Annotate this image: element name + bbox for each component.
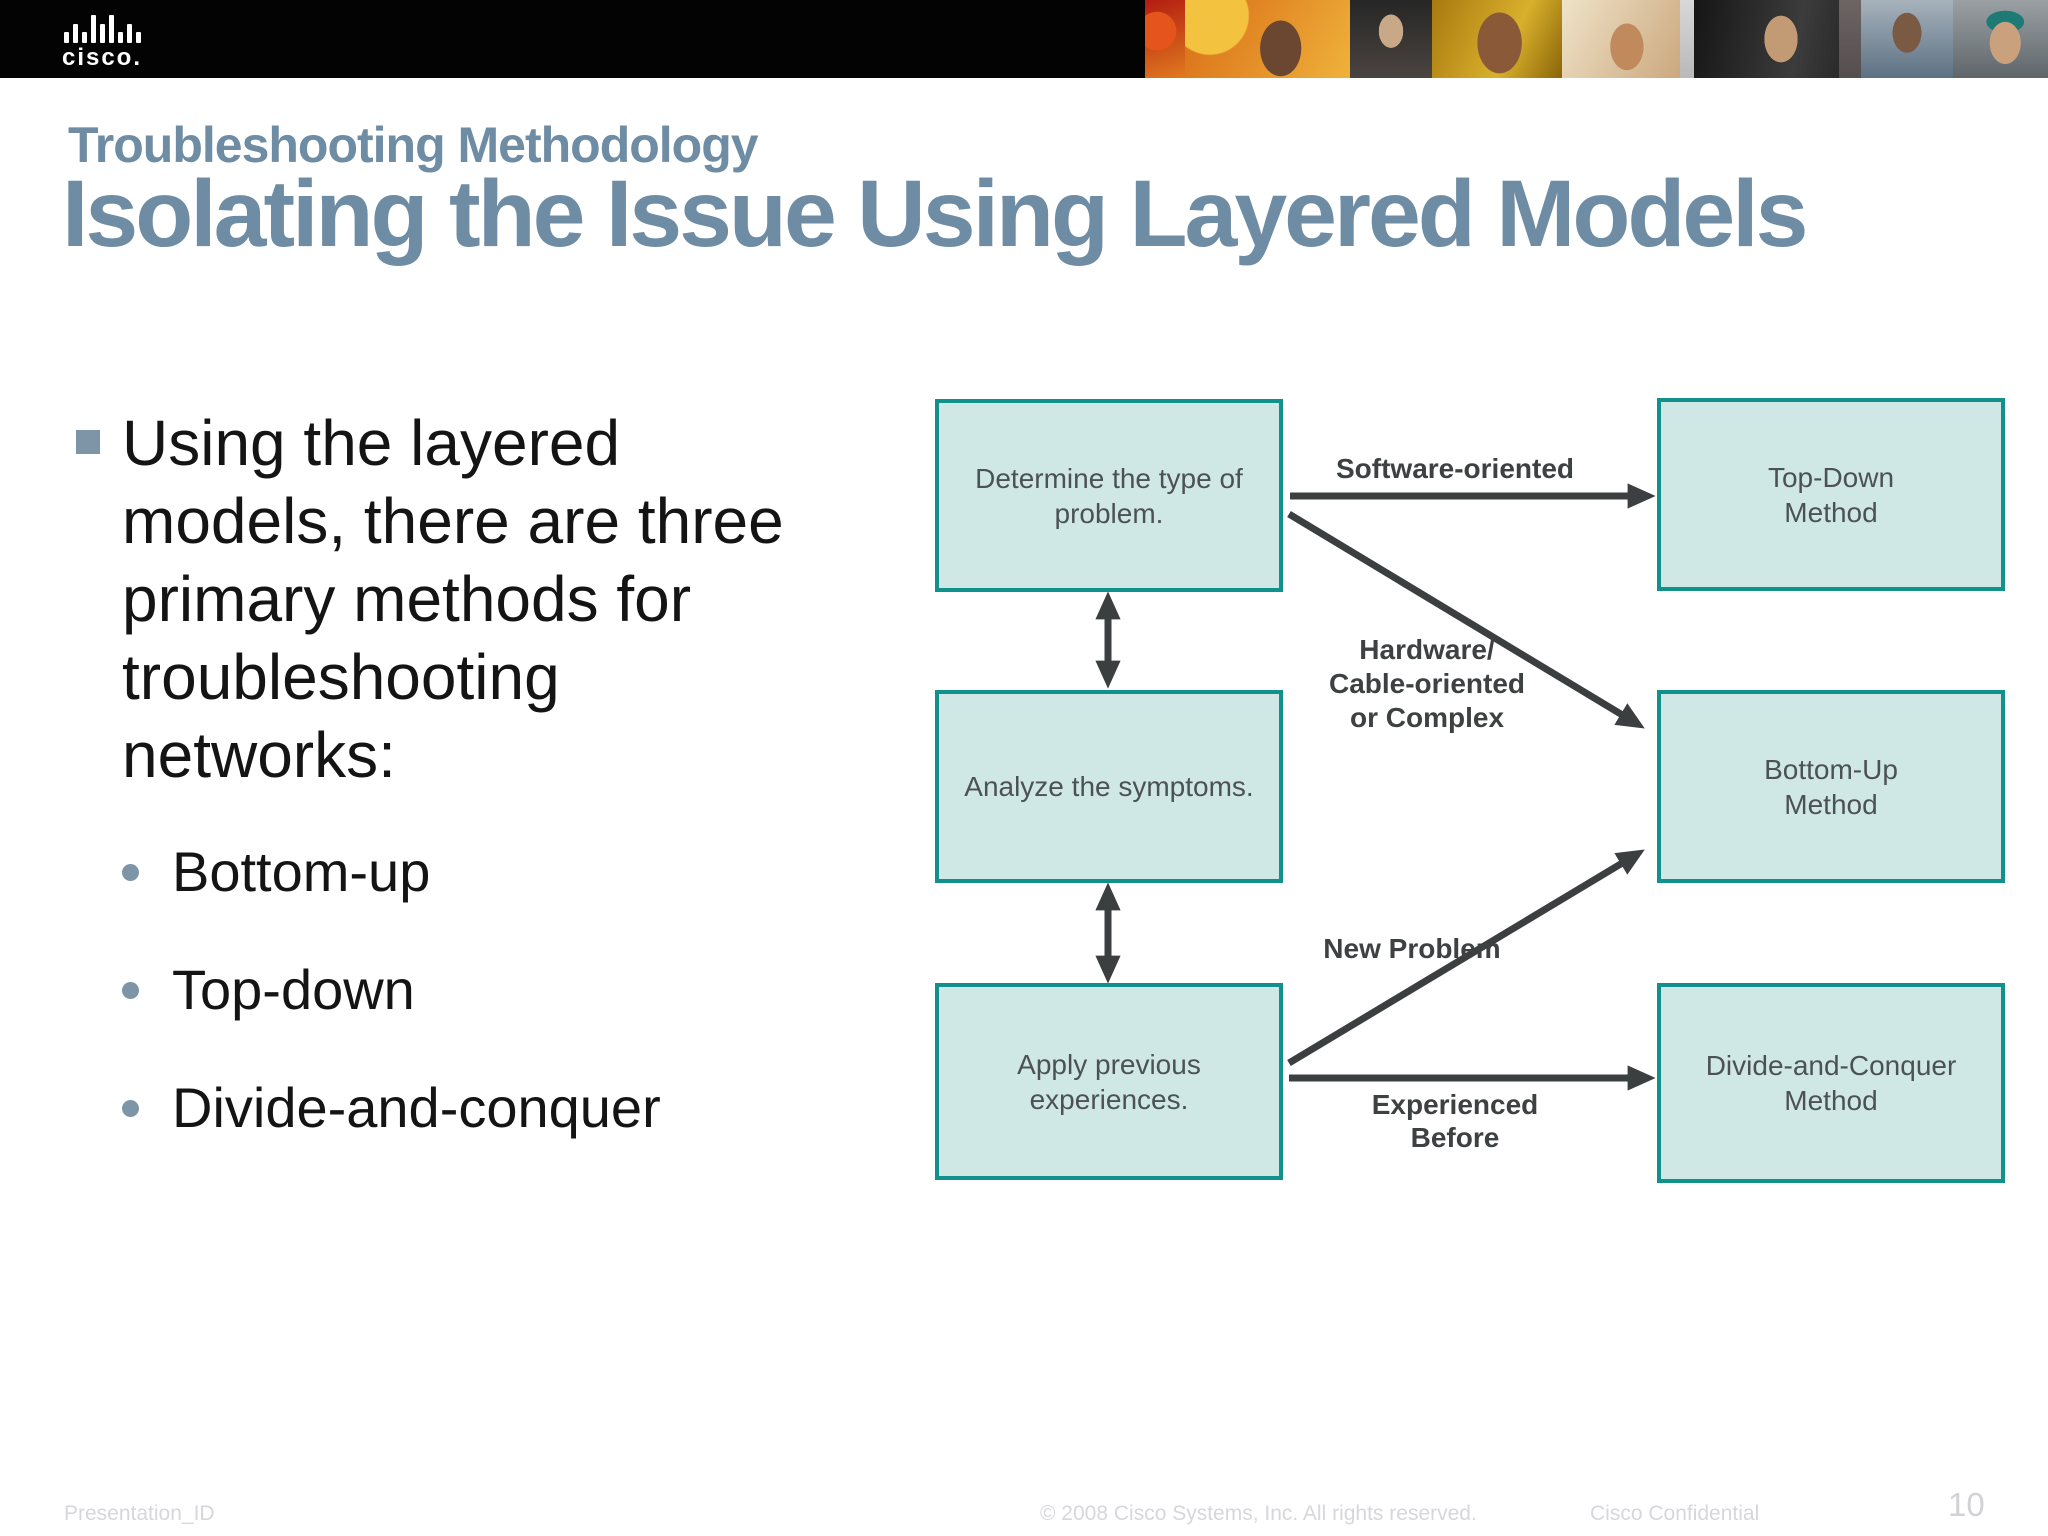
bullet-square-icon [76, 430, 100, 454]
bullet-dot-icon [122, 981, 139, 999]
bullet-dot-icon [122, 863, 139, 881]
cisco-logo-bars-icon [63, 13, 141, 43]
photo-portrait-chalkboard [1694, 0, 1839, 78]
photo-portrait-dark-suit [1350, 0, 1432, 78]
list-item-bottom-up: Bottom-up [122, 840, 430, 904]
arrow-label-experienced-before: Experienced Before [1371, 1089, 1539, 1153]
arrow-label-software-oriented: Software-oriented [1335, 453, 1575, 484]
slide-kicker: Troubleshooting Methodology [68, 117, 759, 173]
photo-portrait-orange [1185, 0, 1350, 78]
flowchart-box-bottom-up: Bottom-Up Method [1657, 690, 2005, 883]
flowchart-box-apply: Apply previous experiences. [935, 983, 1283, 1180]
footer-presentation-id: Presentation_ID [64, 1502, 215, 1525]
list-item-label: Bottom-up [172, 840, 431, 903]
arrow-label-new-problem: New Problem [1323, 933, 1501, 964]
footer-copyright: © 2008 Cisco Systems, Inc. All rights re… [1040, 1502, 1477, 1525]
photo-portrait-headscarf [1562, 0, 1680, 78]
bullet-main-text: Using the layered models, there are thre… [122, 407, 784, 791]
photo-strip [1145, 0, 2048, 78]
arrow-label-hardware-oriented: Hardware/ Cable-oriented or Complex [1328, 634, 1526, 733]
flowchart-box-divide-and-conquer: Divide-and-Conquer Method [1657, 983, 2005, 1183]
footer-confidential: Cisco Confidential [1590, 1502, 1760, 1525]
top-bar: cisco. [0, 0, 2048, 78]
cisco-logo: cisco. [42, 8, 162, 70]
cisco-logo-wordmark: cisco. [61, 44, 143, 71]
list-item-top-down: Top-down [122, 958, 415, 1022]
list-item-label: Top-down [172, 958, 415, 1021]
footer-page-number: 10 [1948, 1486, 1985, 1523]
page-title: Isolating the Issue Using Layered Models [62, 161, 1808, 267]
photo-abstract-red [1145, 0, 1185, 78]
photo-portrait-gold [1432, 0, 1562, 78]
bullet-dot-icon [122, 1099, 139, 1117]
flowchart-box-determine: Determine the type of problem. [935, 399, 1283, 592]
list-item-label: Divide-and-conquer [172, 1076, 661, 1139]
photo-portrait-white-shirt [1861, 0, 1953, 78]
photo-divider-light [1680, 0, 1694, 78]
flowchart-box-analyze: Analyze the symptoms. [935, 690, 1283, 883]
photo-divider-dark [1839, 0, 1861, 78]
flowchart-box-top-down: Top-Down Method [1657, 398, 2005, 591]
list-item-divide-and-conquer: Divide-and-conquer [122, 1076, 661, 1140]
photo-portrait-teal-cap [1953, 0, 2048, 78]
